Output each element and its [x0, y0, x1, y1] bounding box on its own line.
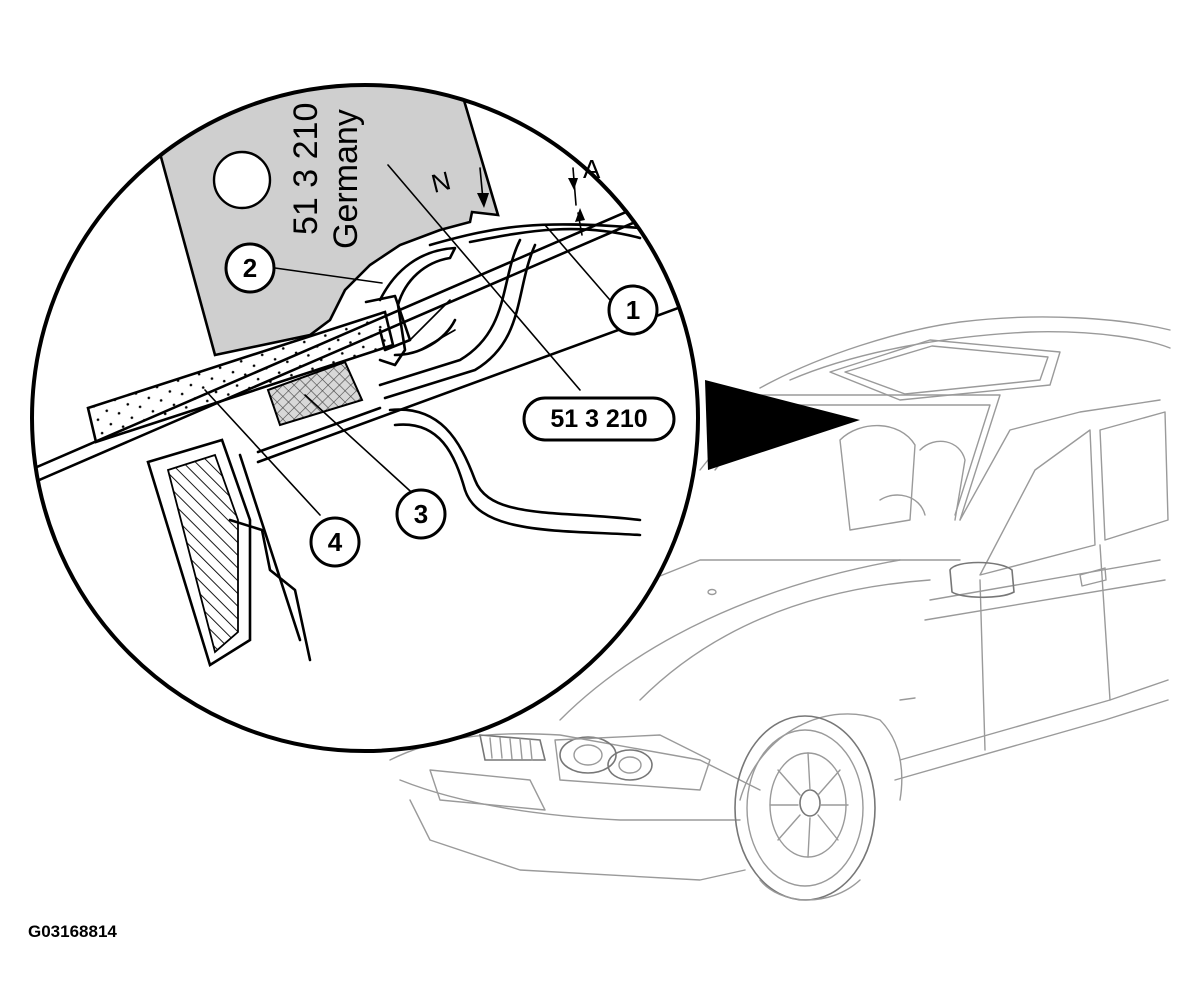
tool-stamp: 51 3 210 Germany	[287, 103, 365, 249]
callout-number: 1	[626, 295, 640, 325]
tool-callout-text: 51 3 210	[550, 405, 647, 433]
tool-origin: Germany	[327, 109, 365, 249]
callout-1: 1	[607, 284, 659, 336]
tool-part-number: 51 3 210	[287, 103, 325, 235]
dimension-label: A	[583, 154, 601, 184]
callout-number: 4	[328, 527, 343, 557]
callout-2: 2	[224, 242, 276, 294]
foam-insert	[266, 360, 364, 427]
detail-pointer	[705, 380, 860, 470]
callout-3: 3	[395, 488, 447, 540]
tool-hole-icon	[212, 150, 272, 210]
callout-4: 4	[309, 516, 361, 568]
callout-number: 3	[414, 499, 428, 529]
tool-callout: 51 3 210	[522, 396, 676, 442]
figure-code: G03168814	[28, 922, 117, 941]
callout-number: 2	[243, 253, 257, 283]
